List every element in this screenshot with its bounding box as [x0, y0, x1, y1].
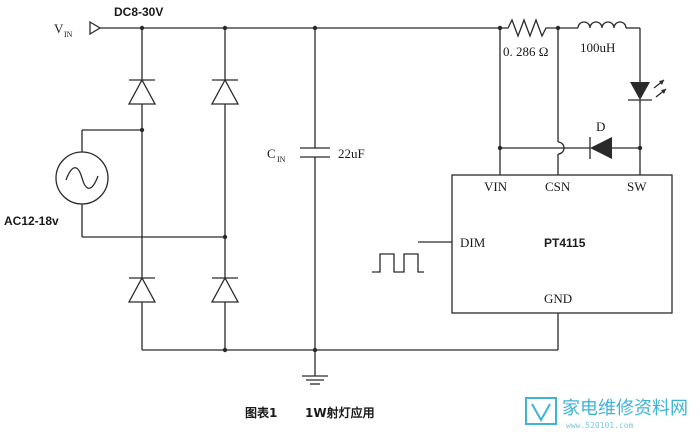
ac-source	[55, 129, 225, 238]
freewheel-diode	[500, 137, 643, 159]
pt4115-chip	[451, 174, 673, 314]
figure-title: 1W射灯应用	[305, 405, 375, 420]
input-capacitor	[300, 25, 330, 350]
inductor-value-label: 100uH	[580, 40, 615, 55]
dc-range-label: DC8-30V	[114, 5, 163, 19]
cin-label: C	[267, 146, 276, 161]
chip-name-label: PT4115	[544, 236, 586, 250]
resistor-value-label: 0. 286 Ω	[503, 44, 548, 59]
pin-dim-label: DIM	[460, 235, 486, 250]
figure-number: 图表1	[245, 405, 277, 420]
pin-sw-label: SW	[627, 179, 647, 194]
input-terminal	[89, 20, 500, 36]
pin-vin-label: VIN	[484, 179, 508, 194]
watermark-logo	[525, 397, 557, 425]
led	[628, 79, 667, 175]
inductor	[558, 21, 641, 82]
vin-label: V	[54, 21, 64, 36]
diode-label: D	[596, 119, 605, 134]
ground-symbol	[302, 350, 328, 385]
watermark-site-url: www.520101.com	[566, 421, 634, 430]
vin-subscript: IN	[64, 30, 73, 39]
pin-csn-label: CSN	[545, 179, 571, 194]
csn-wire	[557, 28, 565, 175]
ac-range-label: AC12-18v	[4, 214, 59, 228]
pin-gnd-label: GND	[544, 291, 572, 306]
sense-resistor	[497, 18, 561, 175]
cin-value-label: 22uF	[338, 146, 365, 161]
cin-subscript: IN	[277, 155, 286, 164]
watermark-site-name: 家电维修资料网	[562, 398, 688, 419]
dim-input	[372, 241, 452, 273]
bridge-rectifier	[127, 25, 558, 353]
